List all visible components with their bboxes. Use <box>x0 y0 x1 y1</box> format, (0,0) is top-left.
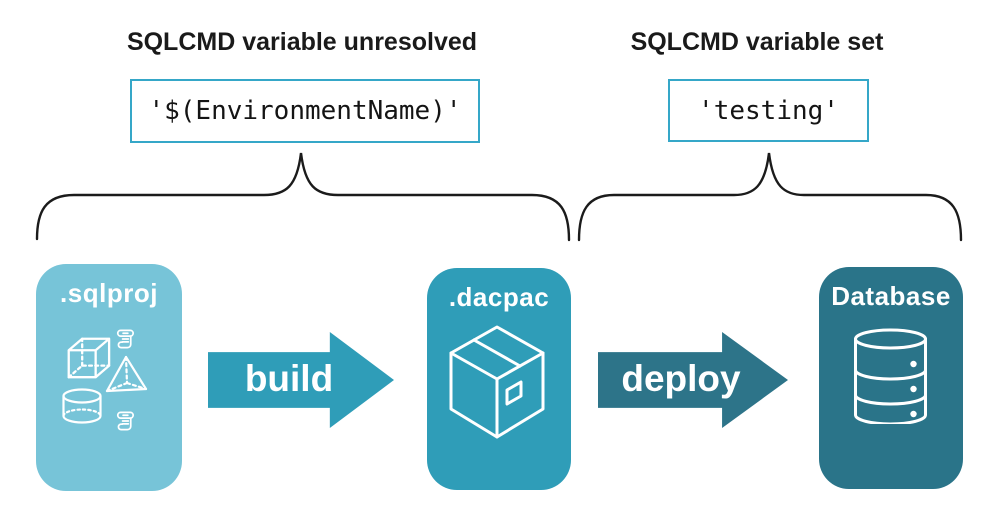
scroll-icon <box>116 411 135 431</box>
stage-dacpac: .dacpac <box>427 268 571 490</box>
cube-icon <box>67 337 111 379</box>
pyramid-icon <box>105 355 148 393</box>
left-brace <box>35 152 571 242</box>
code-text-unresolved: '$(EnvironmentName)' <box>148 96 462 126</box>
heading-set: SQLCMD variable set <box>630 28 884 56</box>
package-icon <box>449 325 545 439</box>
heading-unresolved: SQLCMD variable unresolved <box>126 28 478 56</box>
database-icon <box>854 328 927 424</box>
scroll-icon <box>116 329 135 349</box>
code-text-set: 'testing' <box>698 95 839 126</box>
code-box-unresolved: '$(EnvironmentName)' <box>130 79 480 143</box>
stage-label-database: Database <box>831 281 951 311</box>
code-box-set: 'testing' <box>668 79 869 142</box>
build-arrow: build <box>208 332 394 428</box>
stage-label-dacpac: .dacpac <box>448 282 550 312</box>
cylinder-icon <box>62 388 102 424</box>
deploy-arrow-label: deploy <box>621 357 741 399</box>
stage-database: Database <box>819 267 963 489</box>
stage-label-sqlproj: .sqlproj <box>60 278 158 308</box>
build-arrow-label: build <box>244 357 334 399</box>
right-brace <box>577 152 963 242</box>
stage-sqlproj: .sqlproj <box>36 264 182 491</box>
deploy-arrow: deploy <box>598 332 788 428</box>
